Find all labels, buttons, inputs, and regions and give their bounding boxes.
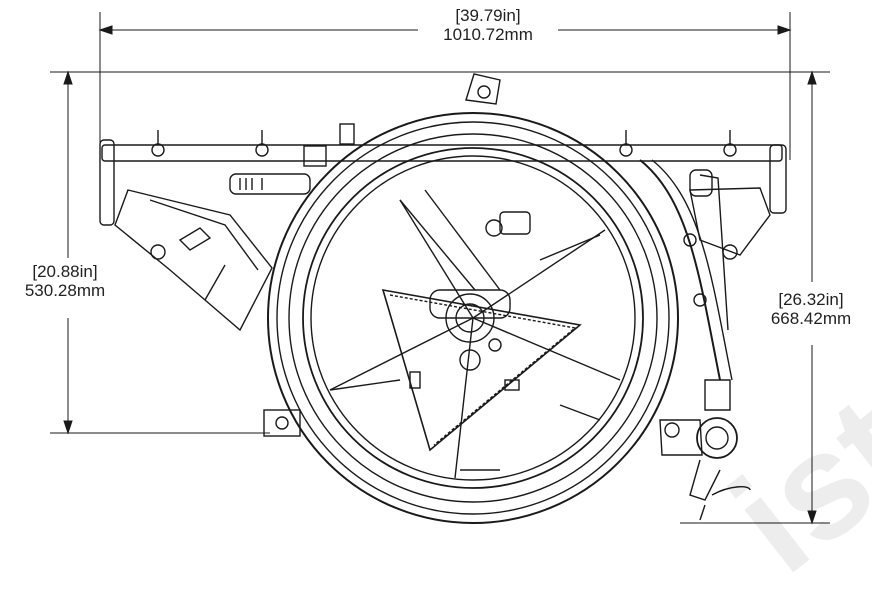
manifold-pipe — [99, 130, 787, 332]
dimension-overall-height-imperial: [26.32in] — [778, 290, 844, 309]
bottom-bracket — [263, 409, 301, 437]
nozzle-group — [150, 130, 738, 260]
dimension-lines — [50, 12, 830, 525]
dimension-overall-width-metric: 1010.72mm — [443, 25, 533, 44]
dimension-overall-height: [26.32in] 668.42mm — [752, 290, 870, 328]
valve-body — [696, 417, 738, 459]
drawing-canvas — [50, 12, 830, 525]
reel-drum — [267, 112, 679, 524]
dimension-overall-width-imperial: [39.79in] — [455, 6, 521, 25]
dimension-overall-height-metric: 668.42mm — [770, 309, 852, 328]
drum-spokes — [329, 189, 621, 479]
technical-drawing: [39.79in] 1010.72mm [20.88in] 530.28mm [… — [2, 6, 872, 604]
dimension-side-height-imperial: [20.88in] — [32, 262, 98, 281]
nameplate — [229, 173, 311, 195]
hose-valve-assembly — [639, 159, 751, 521]
lifting-lug — [465, 73, 501, 105]
dimension-side-height: [20.88in] 530.28mm — [2, 262, 128, 300]
dimension-overall-width: [39.79in] 1010.72mm — [418, 6, 558, 44]
dimension-side-height-metric: 530.28mm — [24, 281, 106, 300]
